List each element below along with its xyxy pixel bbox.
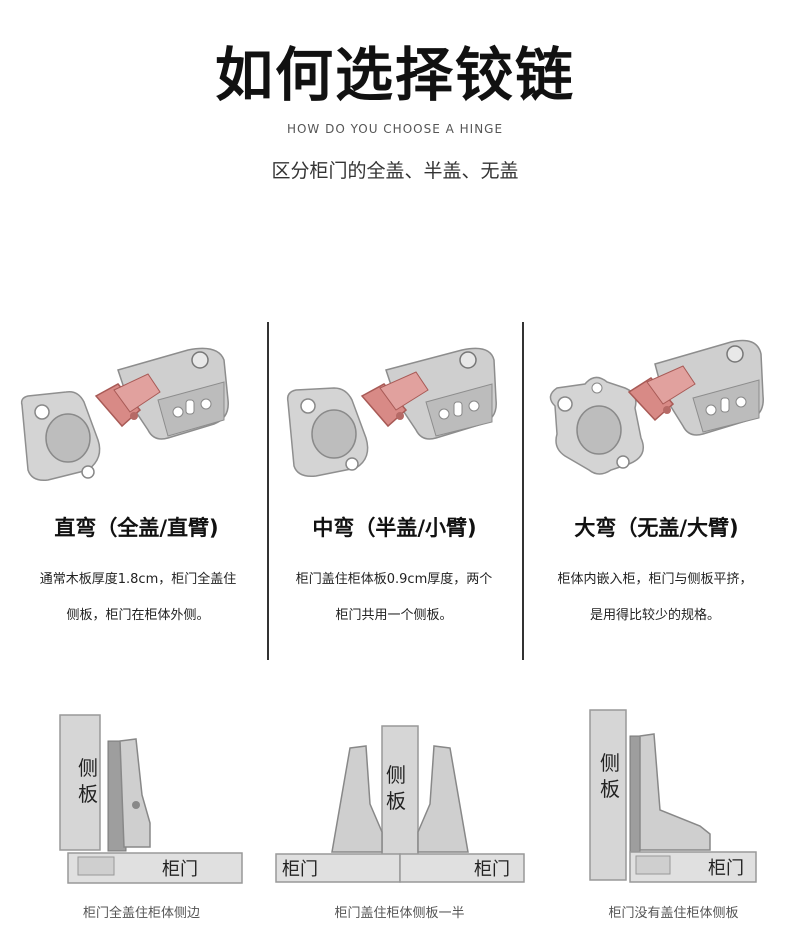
large-hinge-description: 柜体内嵌入柜，柜门与侧板平挤， 是用得比较少的规格。 [535, 562, 775, 634]
full-overlay-caption: 柜门全盖住柜体侧边 [82, 906, 200, 921]
side-panel [59, 714, 101, 851]
door-label: 柜门 [708, 858, 744, 879]
page-title: 如何选择铰链 [214, 41, 575, 109]
half-overlay-diagram: 侧 板 柜门 柜门 [275, 725, 525, 883]
large-hinge-image [549, 339, 764, 475]
description-line: 柜门盖住柜体板0.9cm厚度，两个 [295, 572, 493, 587]
page-subtitle-chinese: 区分柜门的全盖、半盖、无盖 [271, 160, 519, 182]
column-divider-left [267, 322, 269, 660]
door-label: 柜门 [162, 859, 198, 880]
page-subtitle-english: HOW DO YOU CHOOSE A HINGE [286, 122, 504, 136]
door-label: 柜门 [474, 859, 510, 880]
medium-hinge-image [286, 347, 497, 478]
large-hinge-label: 大弯（无盖/大臂) [574, 516, 739, 540]
description-line: 柜体内嵌入柜，柜门与侧板平挤， [557, 572, 753, 587]
side-label-char: 侧 [386, 763, 406, 787]
straight-hinge-label: 直弯（全盖/直臂) [54, 516, 219, 540]
description-line: 侧板，柜门在柜体外侧。 [66, 608, 210, 623]
description-line: 通常木板厚度1.8cm，柜门全盖住 [39, 572, 237, 587]
side-label-char: 板 [78, 782, 98, 806]
medium-hinge-description: 柜门盖住柜体板0.9cm厚度，两个 柜门共用一个侧板。 [274, 562, 514, 634]
medium-hinge-label: 中弯（半盖/小臂) [312, 516, 477, 540]
inset-caption: 柜门没有盖住柜体侧板 [608, 906, 739, 921]
side-label-char: 板 [600, 777, 620, 801]
straight-hinge-image [20, 347, 229, 482]
side-label-char: 侧 [600, 751, 620, 775]
straight-hinge-description: 通常木板厚度1.8cm，柜门全盖住 侧板，柜门在柜体外侧。 [18, 562, 258, 634]
description-line: 柜门共用一个侧板。 [335, 608, 453, 623]
inset-diagram: 侧 板 柜门 [589, 709, 757, 883]
description-line: 是用得比较少的规格。 [589, 608, 720, 623]
side-label-char: 板 [386, 789, 406, 813]
side-label-char: 侧 [78, 756, 98, 780]
half-overlay-caption: 柜门盖住柜体侧板一半 [334, 906, 465, 921]
door-label: 柜门 [282, 859, 318, 880]
full-overlay-diagram: 侧 板 柜门 [59, 714, 243, 884]
column-divider-right [522, 322, 524, 660]
